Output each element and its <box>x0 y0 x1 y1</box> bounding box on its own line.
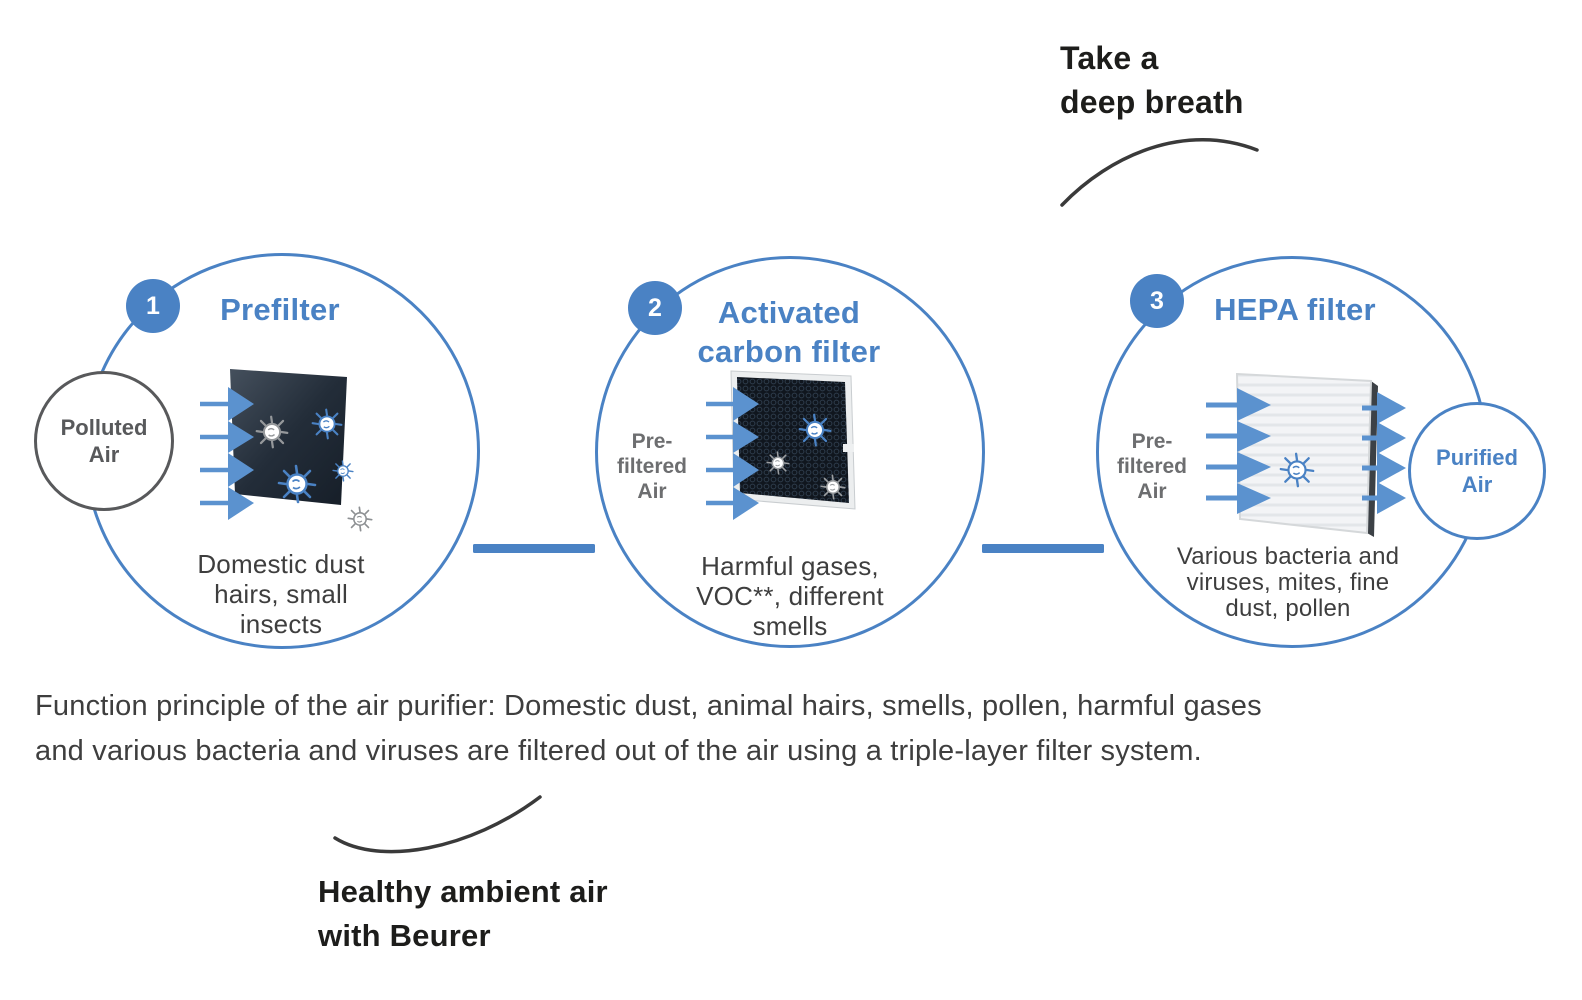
healthy-air-note: Healthy ambient air with Beurer <box>318 874 608 953</box>
stage-title-prefilter: Prefilter <box>220 292 340 327</box>
stage-title-hepa: HEPA filter <box>1214 292 1376 327</box>
stage-title-activated-carbon: Activated carbon filter <box>697 295 881 369</box>
stage-number-badge-1: 1 <box>126 279 180 333</box>
polluted-air-label: Polluted Air <box>60 415 148 467</box>
stage-number-badge-2: 2 <box>628 281 682 335</box>
stage-caption-2: Harmful gases, VOC**, different smells <box>696 551 884 641</box>
stage-number-2: 2 <box>648 293 662 322</box>
polluted-air-circle: Polluted Air <box>34 371 174 511</box>
stage-number-1: 1 <box>146 291 160 320</box>
prefiltered-air-label-2: Pre- filtered Air <box>616 430 687 503</box>
stage-caption-1: Domestic dust hairs, small insects <box>197 549 365 639</box>
prefiltered-air-label-3: Pre- filtered Air <box>1116 430 1187 503</box>
bottom-swoosh-curve <box>333 795 542 854</box>
connector-bar-1 <box>473 544 595 553</box>
stage-caption-3: Various bacteria and viruses, mites, fin… <box>1176 543 1400 622</box>
take-a-deep-breath-note: Take a deep breath <box>1060 40 1244 120</box>
purified-air-label: Purified Air <box>1436 445 1518 497</box>
connector-bar-2 <box>982 544 1104 553</box>
function-principle-description: Function principle of the air purifier: … <box>35 690 1262 767</box>
stage-circle-2 <box>595 256 985 648</box>
top-swoosh-curve <box>1060 138 1259 207</box>
purified-air-circle: Purified Air <box>1408 402 1546 540</box>
stage-number-badge-3: 3 <box>1130 274 1184 328</box>
stage-number-3: 3 <box>1150 286 1164 315</box>
